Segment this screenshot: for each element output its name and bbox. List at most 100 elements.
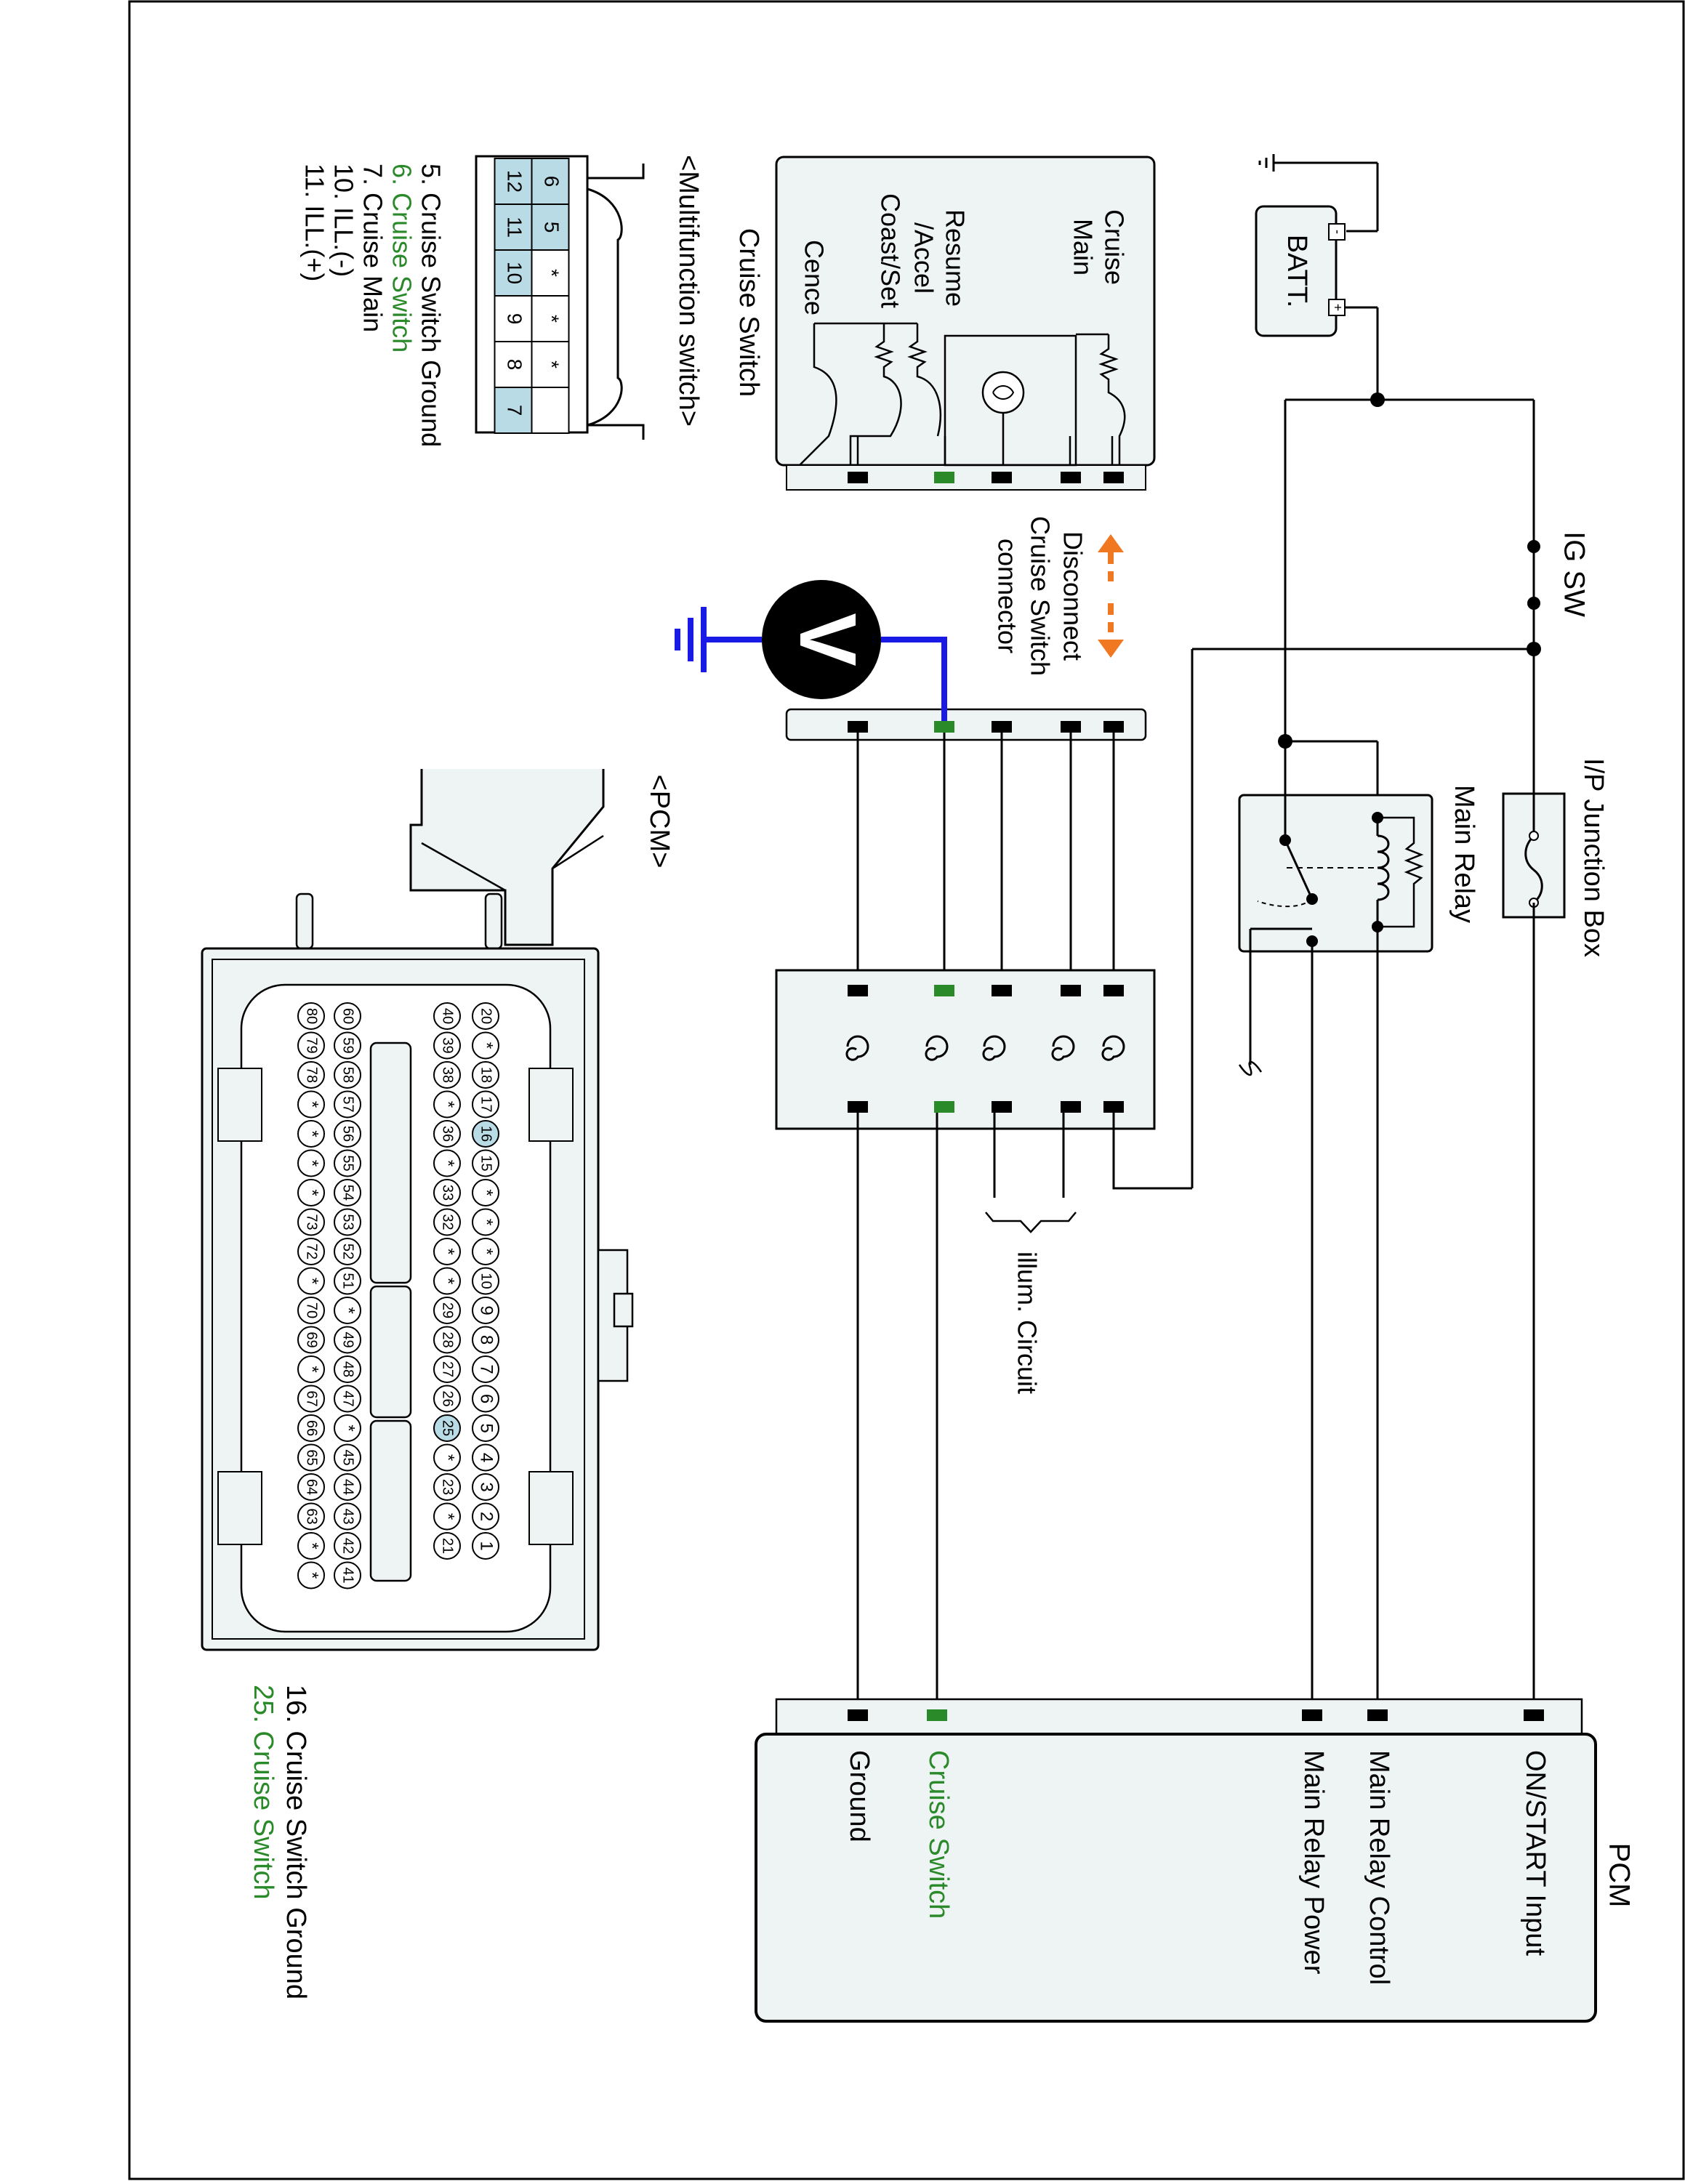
pcm-pin <box>433 1355 461 1383</box>
pcm-pin <box>297 1561 325 1589</box>
pcm-pin <box>472 1414 499 1442</box>
pcm-pin <box>297 1443 325 1472</box>
pcm-pin <box>334 1297 361 1324</box>
pcm-pin <box>433 1002 461 1030</box>
pcm-pin-label: 55 <box>340 1155 356 1171</box>
pcm-pin <box>334 1532 361 1560</box>
pcm-pin-label: * <box>302 1101 322 1108</box>
pcm-pin-label: * <box>438 1160 458 1166</box>
mf-legend-item: 5. Cruise Switch Ground <box>416 164 446 447</box>
pcm-pin <box>297 1090 325 1119</box>
pcm-pin-label: 79 <box>304 1037 320 1053</box>
pcm-pin <box>472 1326 499 1354</box>
pcm-pin <box>433 1297 461 1324</box>
pcm-legend-item: 25. Cruise Switch <box>248 1685 278 1900</box>
pcm-pin-label: 39 <box>440 1037 456 1053</box>
pcm-pin <box>297 1120 325 1148</box>
pcm-pin-label: 32 <box>440 1214 456 1230</box>
pcm-pin-label: 64 <box>304 1479 320 1495</box>
mf-pin-label: 12 <box>504 170 526 193</box>
mf-pin-label: * <box>541 269 563 277</box>
battery-plus: + <box>1330 304 1345 312</box>
pcm-pin-label: * <box>477 1248 496 1254</box>
pcm-pin <box>433 1326 461 1354</box>
pcm-pin-label: 7 <box>477 1364 496 1374</box>
pcm-pin-label: 78 <box>304 1067 320 1083</box>
pcm-pin-label: 41 <box>340 1567 356 1583</box>
pcm-pin-label: 3 <box>477 1482 496 1491</box>
pcm-pin <box>472 1297 499 1324</box>
pcm-pin-label: 2 <box>477 1512 496 1521</box>
pcm-pin <box>472 1061 499 1089</box>
disconnect-note-2: Cruise Switch <box>1025 516 1055 676</box>
pcm-pin-on-start: ON/START Input <box>1520 1750 1551 1956</box>
pcm-pin <box>334 1031 361 1060</box>
ig-switch: IG SW <box>1191 531 1590 1188</box>
ig-switch-label: IG SW <box>1558 531 1590 617</box>
coast-set-label: Coast/Set <box>875 193 905 308</box>
mf-legend-item: 11. ILL.(+) <box>299 164 329 281</box>
pcm-pin <box>334 1179 361 1206</box>
mf-pin-label: 6 <box>541 176 563 188</box>
pcm-pin-label: 33 <box>440 1185 456 1201</box>
pcm-pin-label: 56 <box>340 1126 356 1142</box>
pcm-pin <box>334 1385 361 1413</box>
mf-pin-cell <box>531 387 570 434</box>
pcm-pin-label: 38 <box>440 1067 456 1083</box>
pcm-pin-label: 20 <box>478 1008 494 1024</box>
pcm-pin <box>433 1179 461 1206</box>
main-relay-label: Main Relay <box>1449 785 1479 923</box>
pcm-pin <box>334 1267 361 1295</box>
pcm-pin-label: 21 <box>440 1538 456 1554</box>
pcm-pin-label: 26 <box>440 1390 456 1406</box>
pcm-pin-label: 43 <box>340 1508 356 1524</box>
pcm-pin-label: 80 <box>304 1008 320 1024</box>
pcm-pin <box>472 1502 499 1531</box>
pcm-pin-label: * <box>477 1042 496 1049</box>
mf-pin-label: 11 <box>504 217 526 238</box>
cruise-switch: Cruise Main Resume /Accel Coast/Set Cenc… <box>733 156 1156 491</box>
pcm-pin-label: 57 <box>340 1096 356 1112</box>
pcm-pin-relay-power: Main Relay Power <box>1298 1750 1329 1975</box>
pcm-pin-label: 40 <box>440 1008 456 1024</box>
pcm-pin <box>334 1090 361 1119</box>
pcm-pin-label: 17 <box>478 1096 494 1112</box>
pcm-pin-label: 70 <box>304 1302 320 1318</box>
pcm-pin-label: 5 <box>477 1423 496 1433</box>
pcm-pin <box>433 1061 461 1089</box>
pcm-pin-label: 72 <box>304 1244 320 1260</box>
battery-bus <box>1284 392 1535 741</box>
pcm-pin <box>472 1443 499 1472</box>
multifunction-title: <Multifunction switch> <box>673 155 704 427</box>
pcm-pin-label: * <box>302 1366 322 1372</box>
pcm-pin-label: * <box>438 1278 458 1284</box>
pcm-pin <box>297 1414 325 1442</box>
pcm-pin <box>472 1208 499 1236</box>
cence-label: Cence <box>799 240 829 315</box>
pcm-pin <box>472 1090 499 1119</box>
pcm-pin-label: 48 <box>340 1361 356 1377</box>
pcm-pin-label: * <box>302 1189 322 1196</box>
pcm-pin-label: * <box>302 1160 322 1166</box>
pcm-pin-label: * <box>302 1278 322 1284</box>
pcm-pin-label: 8 <box>477 1335 496 1345</box>
disconnect-note-3: connector <box>992 539 1022 653</box>
pcm-pin <box>433 1120 461 1148</box>
pcm-pin <box>297 1473 325 1501</box>
pcm-pin <box>472 1031 499 1060</box>
pcm-pin <box>297 1502 325 1531</box>
resume-label-2: /Accel <box>909 222 938 294</box>
battery-label: BATT. <box>1282 235 1312 308</box>
pcm-pin-label: 29 <box>440 1302 456 1318</box>
pcm-pin-label: 42 <box>340 1538 356 1554</box>
cruise-switch-labels: Cruise Main Resume /Accel Coast/Set Cenc… <box>733 193 1130 397</box>
pcm-pin-label: 45 <box>340 1449 356 1465</box>
pcm-pin <box>433 1532 461 1560</box>
pcm-pin-label: 15 <box>478 1155 494 1171</box>
mf-pin-cell <box>494 341 533 388</box>
pcm-pin <box>433 1473 461 1501</box>
pcm-pin <box>297 1149 325 1177</box>
